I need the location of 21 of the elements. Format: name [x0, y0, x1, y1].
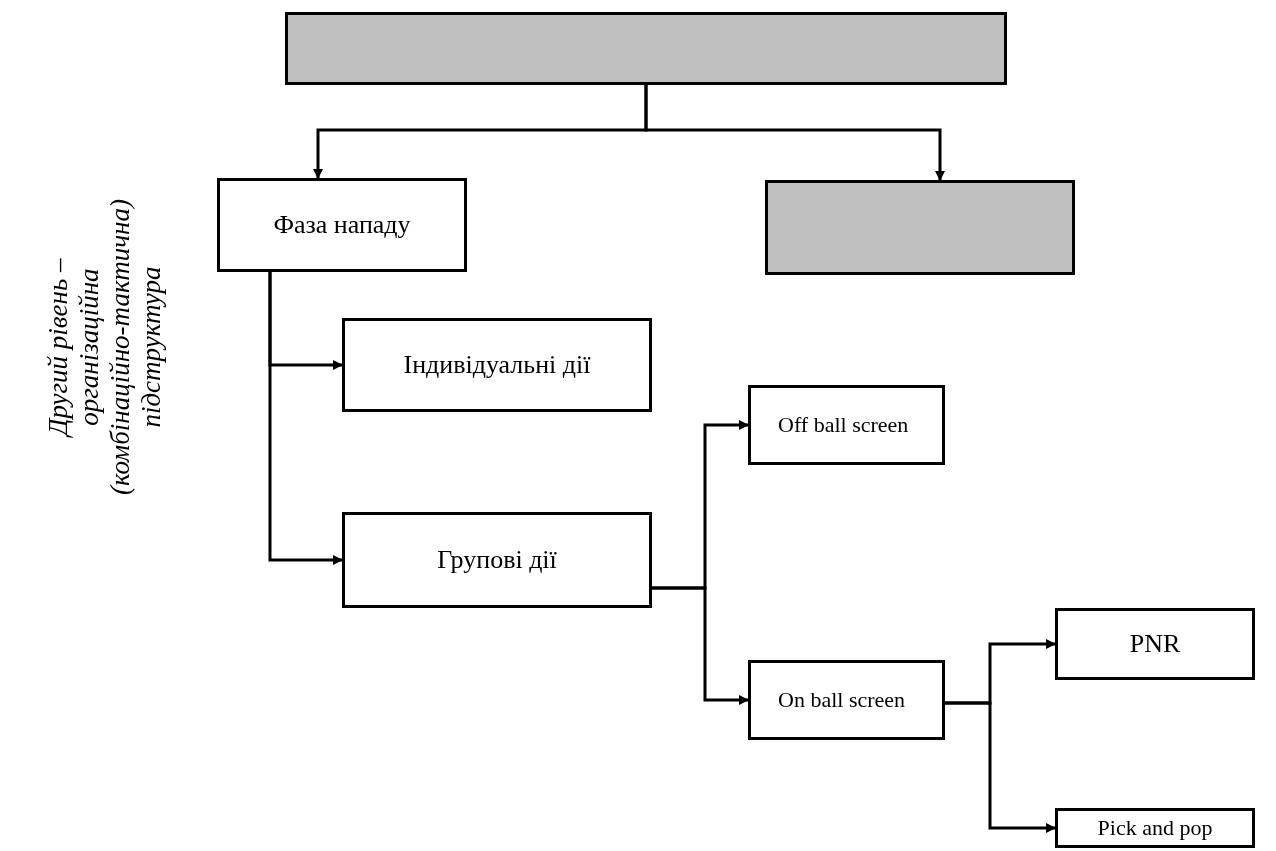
- process-box: [217, 178, 467, 272]
- box-label: Групові дії: [437, 543, 557, 576]
- process-box: [342, 318, 652, 412]
- process-box: [748, 660, 945, 740]
- process-box: [1055, 608, 1255, 680]
- process-box: [748, 385, 945, 465]
- box-label: Індивідуальні дії: [403, 348, 591, 381]
- connector-arrow: [644, 85, 945, 181]
- box-label: Фаза нападу: [273, 208, 411, 241]
- empty-box: [285, 12, 1007, 85]
- box-label: PNR: [1129, 627, 1181, 660]
- empty-box: [765, 180, 1075, 275]
- connector-arrow: [652, 586, 749, 705]
- process-box: [1055, 808, 1255, 848]
- connector-arrow: [945, 701, 1056, 833]
- box-label: Pick and pop: [1097, 814, 1213, 842]
- process-box: [342, 512, 652, 608]
- box-label: On ball screen: [778, 686, 907, 714]
- box-label: Off ball screen: [778, 411, 910, 439]
- level-caption: Другий рівень – організаційна (комбінаційно-тактична) підструктура: [42, 198, 168, 498]
- connector-arrow: [268, 272, 343, 565]
